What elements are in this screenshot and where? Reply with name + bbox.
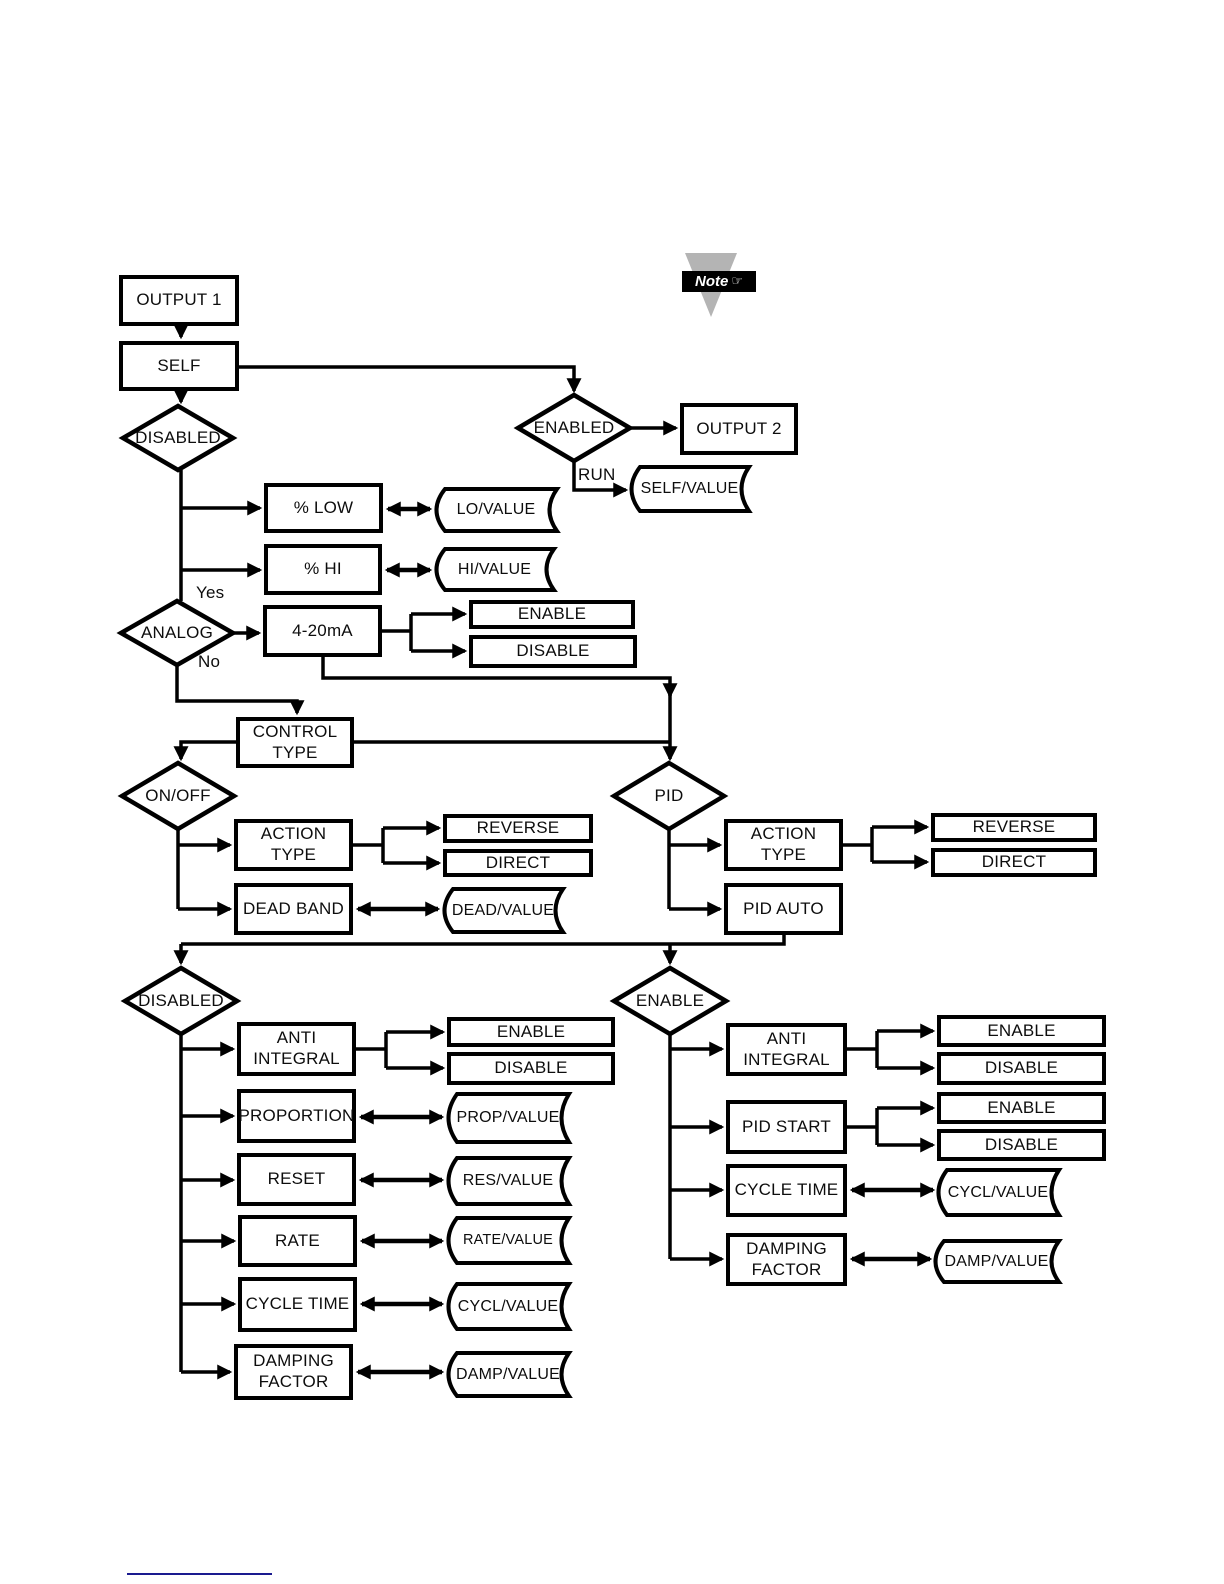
value-shape-rate <box>446 1216 573 1265</box>
node-pid-auto: PID AUTO <box>724 883 843 935</box>
node-self: SELF <box>119 341 239 391</box>
decision-disabled-bottom-label: DISABLED <box>138 990 224 1010</box>
value-dead: DEAD/VALUE <box>451 901 555 919</box>
node-anti-integral-left: ANTI INTEGRAL <box>237 1022 356 1076</box>
value-res: RES/VALUE <box>462 1172 554 1190</box>
decision-onoff-shape <box>117 760 239 832</box>
value-shape-prop <box>446 1092 573 1144</box>
value-damp-left: DAMP/VALUE <box>456 1365 560 1383</box>
value-cycl-left: CYCL/VALUE <box>457 1297 559 1315</box>
note-pointing-hand-icon: ☞ <box>731 274 743 289</box>
value-prop: PROP/VALUE <box>456 1109 560 1127</box>
decision-onoff-label: ON/OFF <box>145 785 211 805</box>
value-shape-cycl-l <box>446 1282 573 1331</box>
node-reverse-onoff: REVERSE <box>443 814 593 843</box>
decision-enable-bottom-label: ENABLE <box>635 990 705 1010</box>
node-disable-4-20ma: DISABLE <box>469 635 637 668</box>
decision-pid-label: PID <box>654 785 684 805</box>
value-shape-self <box>629 465 753 513</box>
value-shape-res <box>446 1156 573 1206</box>
value-self: SELF/VALUE <box>640 480 739 498</box>
node-disable-anti-integral-left: DISABLE <box>447 1052 615 1085</box>
decision-disabled-top-label: DISABLED <box>135 427 221 447</box>
decision-pid-shape <box>609 760 729 832</box>
node-output-1: OUTPUT 1 <box>119 275 239 326</box>
node-direct-pid: DIRECT <box>931 848 1097 877</box>
node-action-type-pid: ACTION TYPE <box>724 819 843 871</box>
value-rate: RATE/VALUE <box>462 1231 554 1248</box>
node-anti-integral-right: ANTI INTEGRAL <box>726 1023 847 1076</box>
note-badge-label: Note <box>695 273 729 290</box>
value-hi: HI/VALUE <box>457 560 532 578</box>
node-cycle-time-left: CYCLE TIME <box>238 1277 357 1332</box>
node-pid-start: PID START <box>726 1100 847 1154</box>
value-shape-damp-l <box>446 1351 573 1398</box>
decision-disabled-bottom-shape <box>120 965 242 1037</box>
value-cycl-right: CYCL/VALUE <box>947 1183 1049 1201</box>
footer-link-underline[interactable] <box>127 1573 272 1575</box>
node-cycle-time-right: CYCLE TIME <box>726 1164 847 1217</box>
node-disable-pid-start: DISABLE <box>937 1129 1106 1161</box>
decision-disabled-top-shape <box>118 403 238 473</box>
decision-analog-shape <box>116 598 238 668</box>
value-shape-damp-r <box>933 1239 1063 1284</box>
edge-label-no: No <box>198 652 221 671</box>
node-control-type: CONTROL TYPE <box>236 717 354 768</box>
node-4-20ma: 4-20mA <box>263 605 382 657</box>
value-shape-lo <box>434 487 561 533</box>
node-pct-low: % LOW <box>264 483 383 533</box>
value-shape-cycl-r <box>936 1168 1063 1217</box>
node-enable-4-20ma: ENABLE <box>469 600 635 629</box>
note-badge: Note ☞ <box>682 271 756 292</box>
node-enable-anti-integral-left: ENABLE <box>447 1017 615 1047</box>
node-disable-anti-integral-right: DISABLE <box>937 1052 1106 1085</box>
node-reverse-pid: REVERSE <box>931 813 1097 842</box>
node-dead-band: DEAD BAND <box>234 883 353 935</box>
node-enable-pid-start: ENABLE <box>937 1092 1106 1124</box>
decision-analog-label: ANALOG <box>140 622 214 642</box>
node-damping-factor-left: DAMPING FACTOR <box>234 1344 353 1400</box>
decision-enabled-label: ENABLED <box>533 417 615 437</box>
node-action-type-onoff: ACTION TYPE <box>234 819 353 871</box>
node-pct-hi: % HI <box>264 544 382 595</box>
edge-label-run: RUN <box>578 465 616 484</box>
edge-label-yes: Yes <box>196 583 225 602</box>
decision-enabled-shape <box>513 392 635 464</box>
node-proportion: PROPORTION <box>237 1089 356 1143</box>
node-enable-anti-integral-right: ENABLE <box>937 1015 1106 1047</box>
decision-enable-bottom-shape <box>609 965 731 1037</box>
value-shape-dead <box>442 887 567 934</box>
value-damp-right: DAMP/VALUE <box>944 1252 1049 1270</box>
node-damping-factor-right: DAMPING FACTOR <box>726 1233 847 1286</box>
node-rate: RATE <box>238 1215 357 1267</box>
node-reset: RESET <box>237 1153 356 1206</box>
value-shape-hi <box>434 547 558 592</box>
value-lo: LO/VALUE <box>456 501 536 519</box>
node-output-2: OUTPUT 2 <box>680 403 798 455</box>
node-direct-onoff: DIRECT <box>443 849 593 877</box>
